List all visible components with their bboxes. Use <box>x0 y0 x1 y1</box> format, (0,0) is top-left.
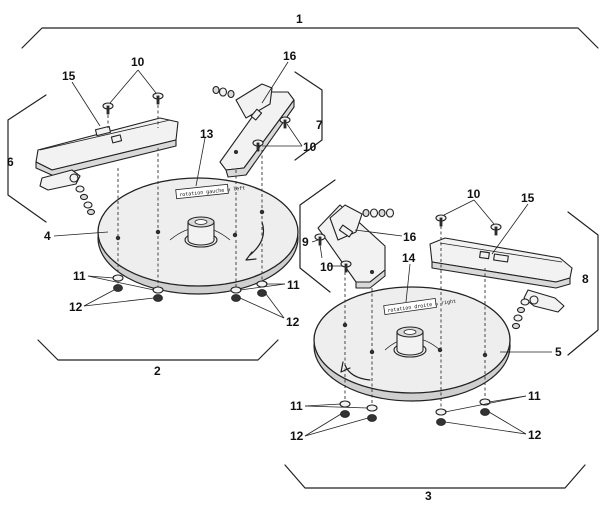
callout-10-left-holder: 10 <box>303 140 317 154</box>
right-blade-clip <box>523 289 565 313</box>
callout-12-right-a: 12 <box>290 429 304 443</box>
left-blade-clip <box>39 169 81 191</box>
left-holder-bar <box>219 83 295 178</box>
callout-13: 13 <box>200 127 214 141</box>
callout-12-right-b: 12 <box>528 428 542 442</box>
right-nut-row <box>362 208 395 218</box>
bracket-3 <box>284 464 586 489</box>
callout-7: 7 <box>316 118 323 132</box>
bracket-8 <box>567 211 599 356</box>
bolt <box>152 92 164 105</box>
callout-1: 1 <box>296 12 303 26</box>
callout-16-right: 16 <box>403 230 417 244</box>
bracket-9 <box>299 179 336 293</box>
leader-lines <box>53 61 552 437</box>
bracket-1 <box>21 27 599 49</box>
left-disc-decal: rotation gauche ↺ left <box>175 183 246 200</box>
bolt <box>435 214 447 227</box>
assembly-lines <box>107 105 486 410</box>
bolt <box>102 102 114 115</box>
callout-11-left-b: 11 <box>287 278 300 292</box>
callout-8: 8 <box>582 272 589 286</box>
callout-5: 5 <box>555 345 562 359</box>
callout-16-left: 16 <box>283 49 297 63</box>
callout-11-right-b: 11 <box>528 389 541 403</box>
callout-12-left-a: 12 <box>69 300 83 314</box>
callout-15-right: 15 <box>521 191 535 205</box>
bolt <box>314 233 326 246</box>
left-blade-arm <box>35 117 179 177</box>
right-lower-fasteners <box>339 398 491 426</box>
callout-11-left-a: 11 <box>73 269 86 283</box>
callout-2: 2 <box>154 364 161 378</box>
callout-12-left-b: 12 <box>286 315 300 329</box>
callout-4: 4 <box>44 229 51 243</box>
bolt <box>340 260 352 273</box>
callout-10-right-arm: 10 <box>467 187 481 201</box>
right-washer-stack <box>511 298 530 330</box>
right-blade-arm <box>429 237 573 289</box>
callout-6: 6 <box>7 155 14 169</box>
callout-10-right-holder: 10 <box>320 260 334 274</box>
callout-15-left: 15 <box>62 69 76 83</box>
bolt <box>252 139 264 152</box>
left-nut-row <box>212 85 235 99</box>
bolt <box>279 116 291 129</box>
right-disc <box>313 286 511 402</box>
callout-10-left-arm: 10 <box>131 55 145 69</box>
bracket-6 <box>7 94 47 223</box>
callout-3: 3 <box>425 489 432 503</box>
left-lower-fasteners <box>112 274 268 302</box>
left-washer-stack <box>75 185 96 216</box>
bolt <box>490 223 502 236</box>
callout-11-right-a: 11 <box>290 399 303 413</box>
callout-14: 14 <box>402 251 416 265</box>
right-holder-bar <box>317 204 386 289</box>
left-disc <box>97 177 299 295</box>
bracket-2 <box>37 339 279 361</box>
callout-9: 9 <box>302 235 309 249</box>
bracket-7 <box>294 71 323 161</box>
